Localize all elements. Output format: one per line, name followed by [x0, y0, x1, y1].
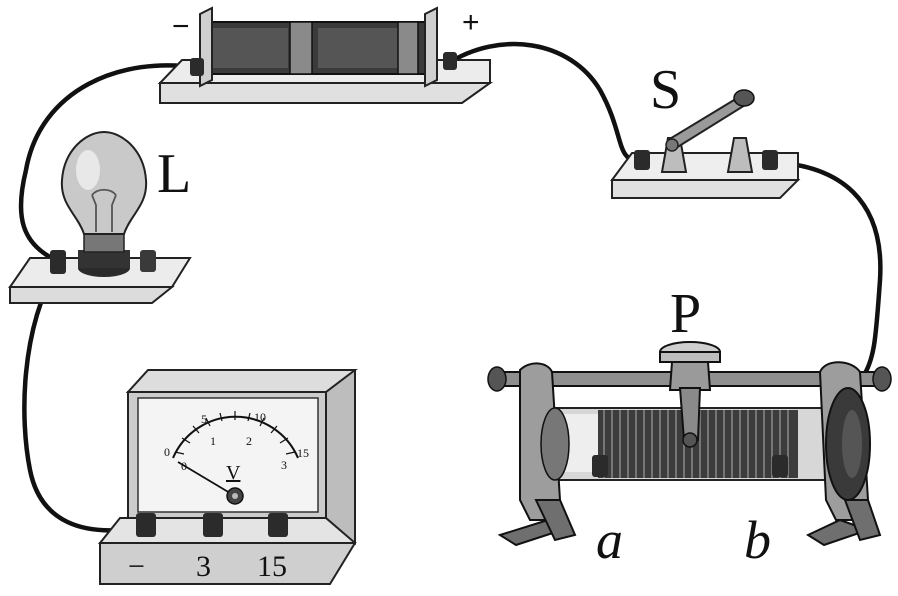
lamp — [8, 130, 192, 304]
voltmeter — [97, 369, 358, 585]
voltmeter-terminal-3: 3 — [196, 550, 211, 583]
slider-label: P — [670, 283, 701, 345]
coil-windings — [603, 410, 789, 478]
knife-switch — [610, 89, 801, 199]
dial-inner-1: 1 — [210, 434, 216, 448]
dial-outer-0: 0 — [164, 445, 170, 459]
dial-inner-2: 2 — [246, 434, 252, 448]
switch-label: S — [650, 59, 681, 121]
wire-battery-to-switch — [444, 41, 643, 165]
battery — [157, 6, 494, 104]
dial-outer-10: 10 — [254, 410, 266, 424]
dial-outer-5: 5 — [201, 412, 207, 426]
wires — [18, 41, 883, 533]
wire-lamp-to-voltmeter — [22, 263, 153, 533]
rheostat-end-a-label: a — [596, 510, 623, 570]
battery-positive-label: + — [462, 6, 480, 39]
dial-inner-3: 3 — [281, 458, 287, 472]
voltmeter-symbol: V — [226, 462, 241, 484]
lamp-label: L — [157, 143, 191, 205]
battery-negative-label: − — [172, 10, 190, 43]
wire-battery-to-lamp — [18, 63, 203, 265]
dial-inner-0: 0 — [181, 459, 187, 473]
dial-outer-15: 15 — [297, 446, 309, 460]
rheostat — [487, 341, 892, 547]
dial-ticks — [174, 411, 296, 455]
voltmeter-terminal-negative: − — [128, 550, 145, 583]
voltmeter-terminal-15: 15 — [257, 550, 287, 583]
wire-switch-to-rheostat — [767, 159, 883, 381]
rheostat-end-b-label: b — [744, 510, 771, 570]
